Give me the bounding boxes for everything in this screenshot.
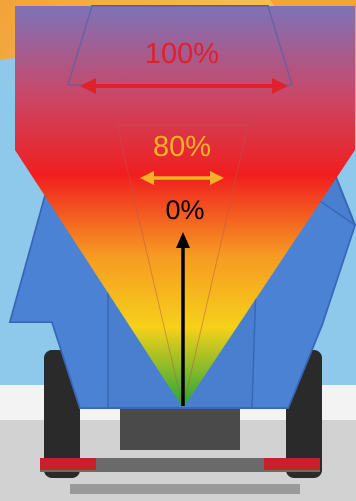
label-mid-width: 80%: [153, 131, 211, 163]
right-tail-light: [264, 458, 320, 470]
left-tail-light: [40, 458, 96, 470]
chassis-frame: [120, 405, 240, 450]
label-base: 0%: [165, 195, 204, 225]
bottom-step: [70, 484, 300, 494]
label-top-width: 100%: [145, 38, 219, 70]
